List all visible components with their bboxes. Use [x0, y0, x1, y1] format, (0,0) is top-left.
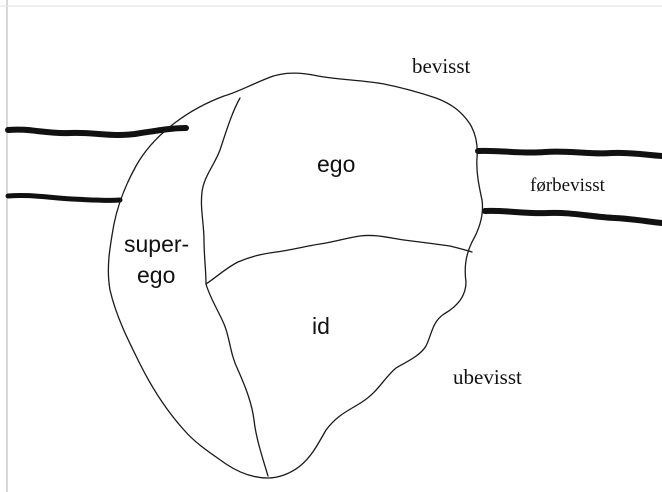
superego-boundary — [200, 97, 269, 477]
label-conscious: bevisst — [412, 54, 471, 78]
label-superego-line2: ego — [137, 262, 175, 288]
ego-id-boundary — [205, 234, 473, 285]
boundary-line-lower-right — [482, 207, 662, 226]
boundary-line-lower-left — [5, 192, 123, 203]
label-superego-line1: super- — [124, 231, 189, 257]
label-preconscious: førbevisst — [530, 175, 606, 196]
iceberg-outline — [107, 72, 484, 479]
label-unconscious: ubevisst — [453, 365, 522, 389]
boundary-line-upper-right — [475, 147, 662, 159]
label-id: id — [312, 313, 330, 339]
boundary-line-upper-left — [5, 125, 189, 138]
label-ego: ego — [317, 151, 355, 177]
